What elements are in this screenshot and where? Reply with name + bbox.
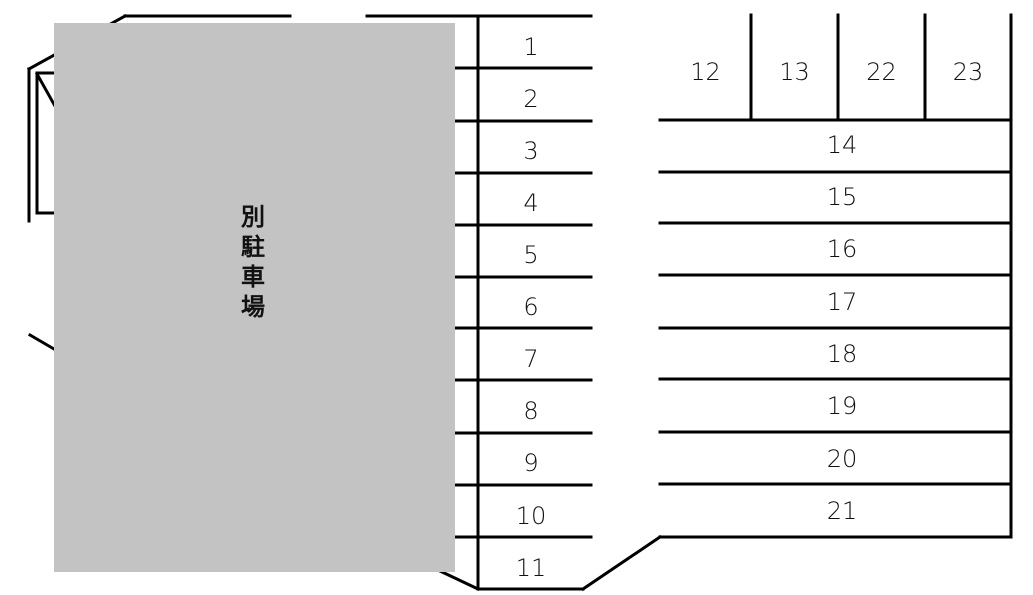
- parking-space-16[interactable]: 16: [826, 235, 858, 263]
- lot-label-char: 駐: [241, 233, 265, 261]
- separate-parking-lot-label: 別 駐 車 場: [236, 202, 270, 322]
- separate-parking-lot: [54, 23, 455, 572]
- parking-space-4[interactable]: 4: [523, 189, 539, 217]
- parking-space-7[interactable]: 7: [523, 345, 539, 373]
- parking-space-8[interactable]: 8: [523, 397, 539, 425]
- parking-space-5[interactable]: 5: [523, 241, 539, 269]
- lot-label-char: 場: [241, 293, 265, 321]
- parking-space-14[interactable]: 14: [826, 131, 858, 159]
- parking-space-12[interactable]: 12: [690, 58, 721, 86]
- parking-space-15[interactable]: 15: [826, 183, 858, 211]
- parking-space-22[interactable]: 22: [866, 58, 897, 86]
- lot-label-char: 別: [241, 203, 265, 231]
- parking-space-20[interactable]: 20: [826, 445, 858, 473]
- parking-space-3[interactable]: 3: [523, 137, 539, 165]
- parking-space-23[interactable]: 23: [952, 58, 984, 86]
- parking-space-13[interactable]: 13: [779, 58, 810, 86]
- lot-label-char: 車: [241, 263, 265, 291]
- parking-space-9[interactable]: 9: [523, 449, 539, 477]
- parking-space-21[interactable]: 21: [826, 497, 858, 525]
- parking-space-2[interactable]: 2: [523, 85, 539, 113]
- parking-space-6[interactable]: 6: [523, 293, 539, 321]
- parking-space-11[interactable]: 11: [515, 554, 547, 582]
- parking-space-10[interactable]: 10: [515, 502, 547, 530]
- parking-space-17[interactable]: 17: [826, 288, 858, 316]
- parking-space-1[interactable]: 1: [523, 33, 539, 61]
- parking-space-19[interactable]: 19: [826, 392, 858, 420]
- parking-space-18[interactable]: 18: [826, 340, 858, 368]
